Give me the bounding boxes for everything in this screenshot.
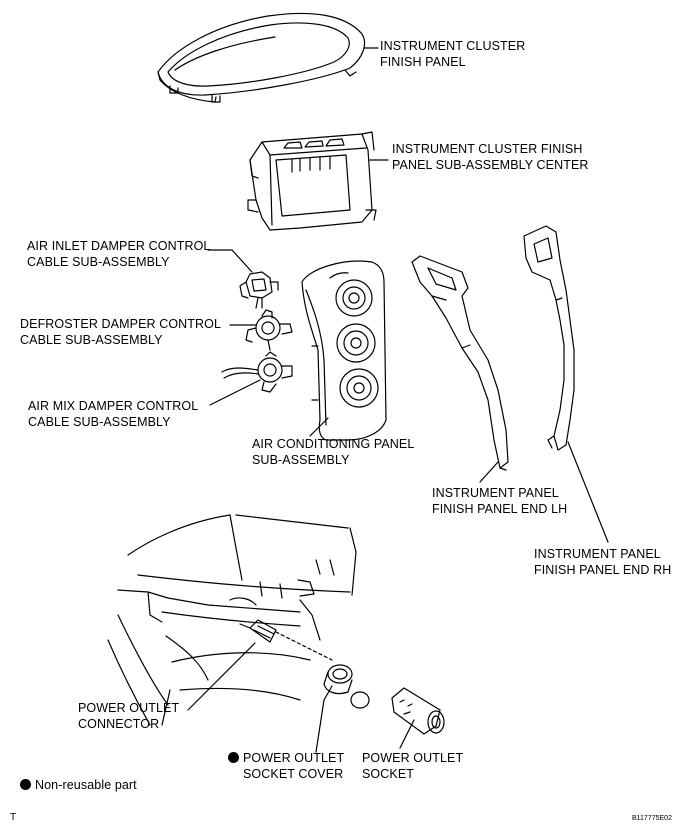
leader-air-inlet: [208, 250, 252, 272]
leader-outlet-connector: [188, 643, 255, 710]
legend-non-reusable: Non-reusable part: [20, 777, 137, 793]
legend-dot-icon: [20, 779, 31, 790]
non-reusable-dot-icon: [228, 752, 239, 763]
figure-code: B117775E02: [632, 815, 672, 822]
power-outlet-connector: [240, 620, 332, 660]
air-mix-damper-cable: [222, 352, 292, 392]
leader-air-mix: [210, 380, 260, 405]
leader-socket-cover: [316, 686, 332, 752]
finish-panel-end-rh: [524, 226, 574, 450]
power-outlet-socket: [392, 688, 444, 734]
leader-socket: [400, 720, 414, 748]
air-inlet-damper-cable: [240, 272, 278, 308]
finish-panel-sub-assembly-center: [248, 132, 376, 230]
air-conditioning-panel: [302, 261, 386, 440]
lower-dashboard: [108, 515, 356, 725]
defroster-damper-cable: [246, 310, 292, 350]
finish-panel-end-lh: [412, 256, 508, 470]
power-outlet-socket-cover: [324, 665, 369, 708]
instrument-cluster-finish-panel: [158, 13, 365, 102]
leader-end-rh: [568, 442, 608, 542]
leader-end-lh: [480, 462, 498, 482]
corner-mark: T: [10, 812, 17, 823]
leader-ac-panel: [310, 418, 328, 436]
label-power-outlet-socket-cover: POWER OUTLET SOCKET COVER: [228, 750, 344, 782]
